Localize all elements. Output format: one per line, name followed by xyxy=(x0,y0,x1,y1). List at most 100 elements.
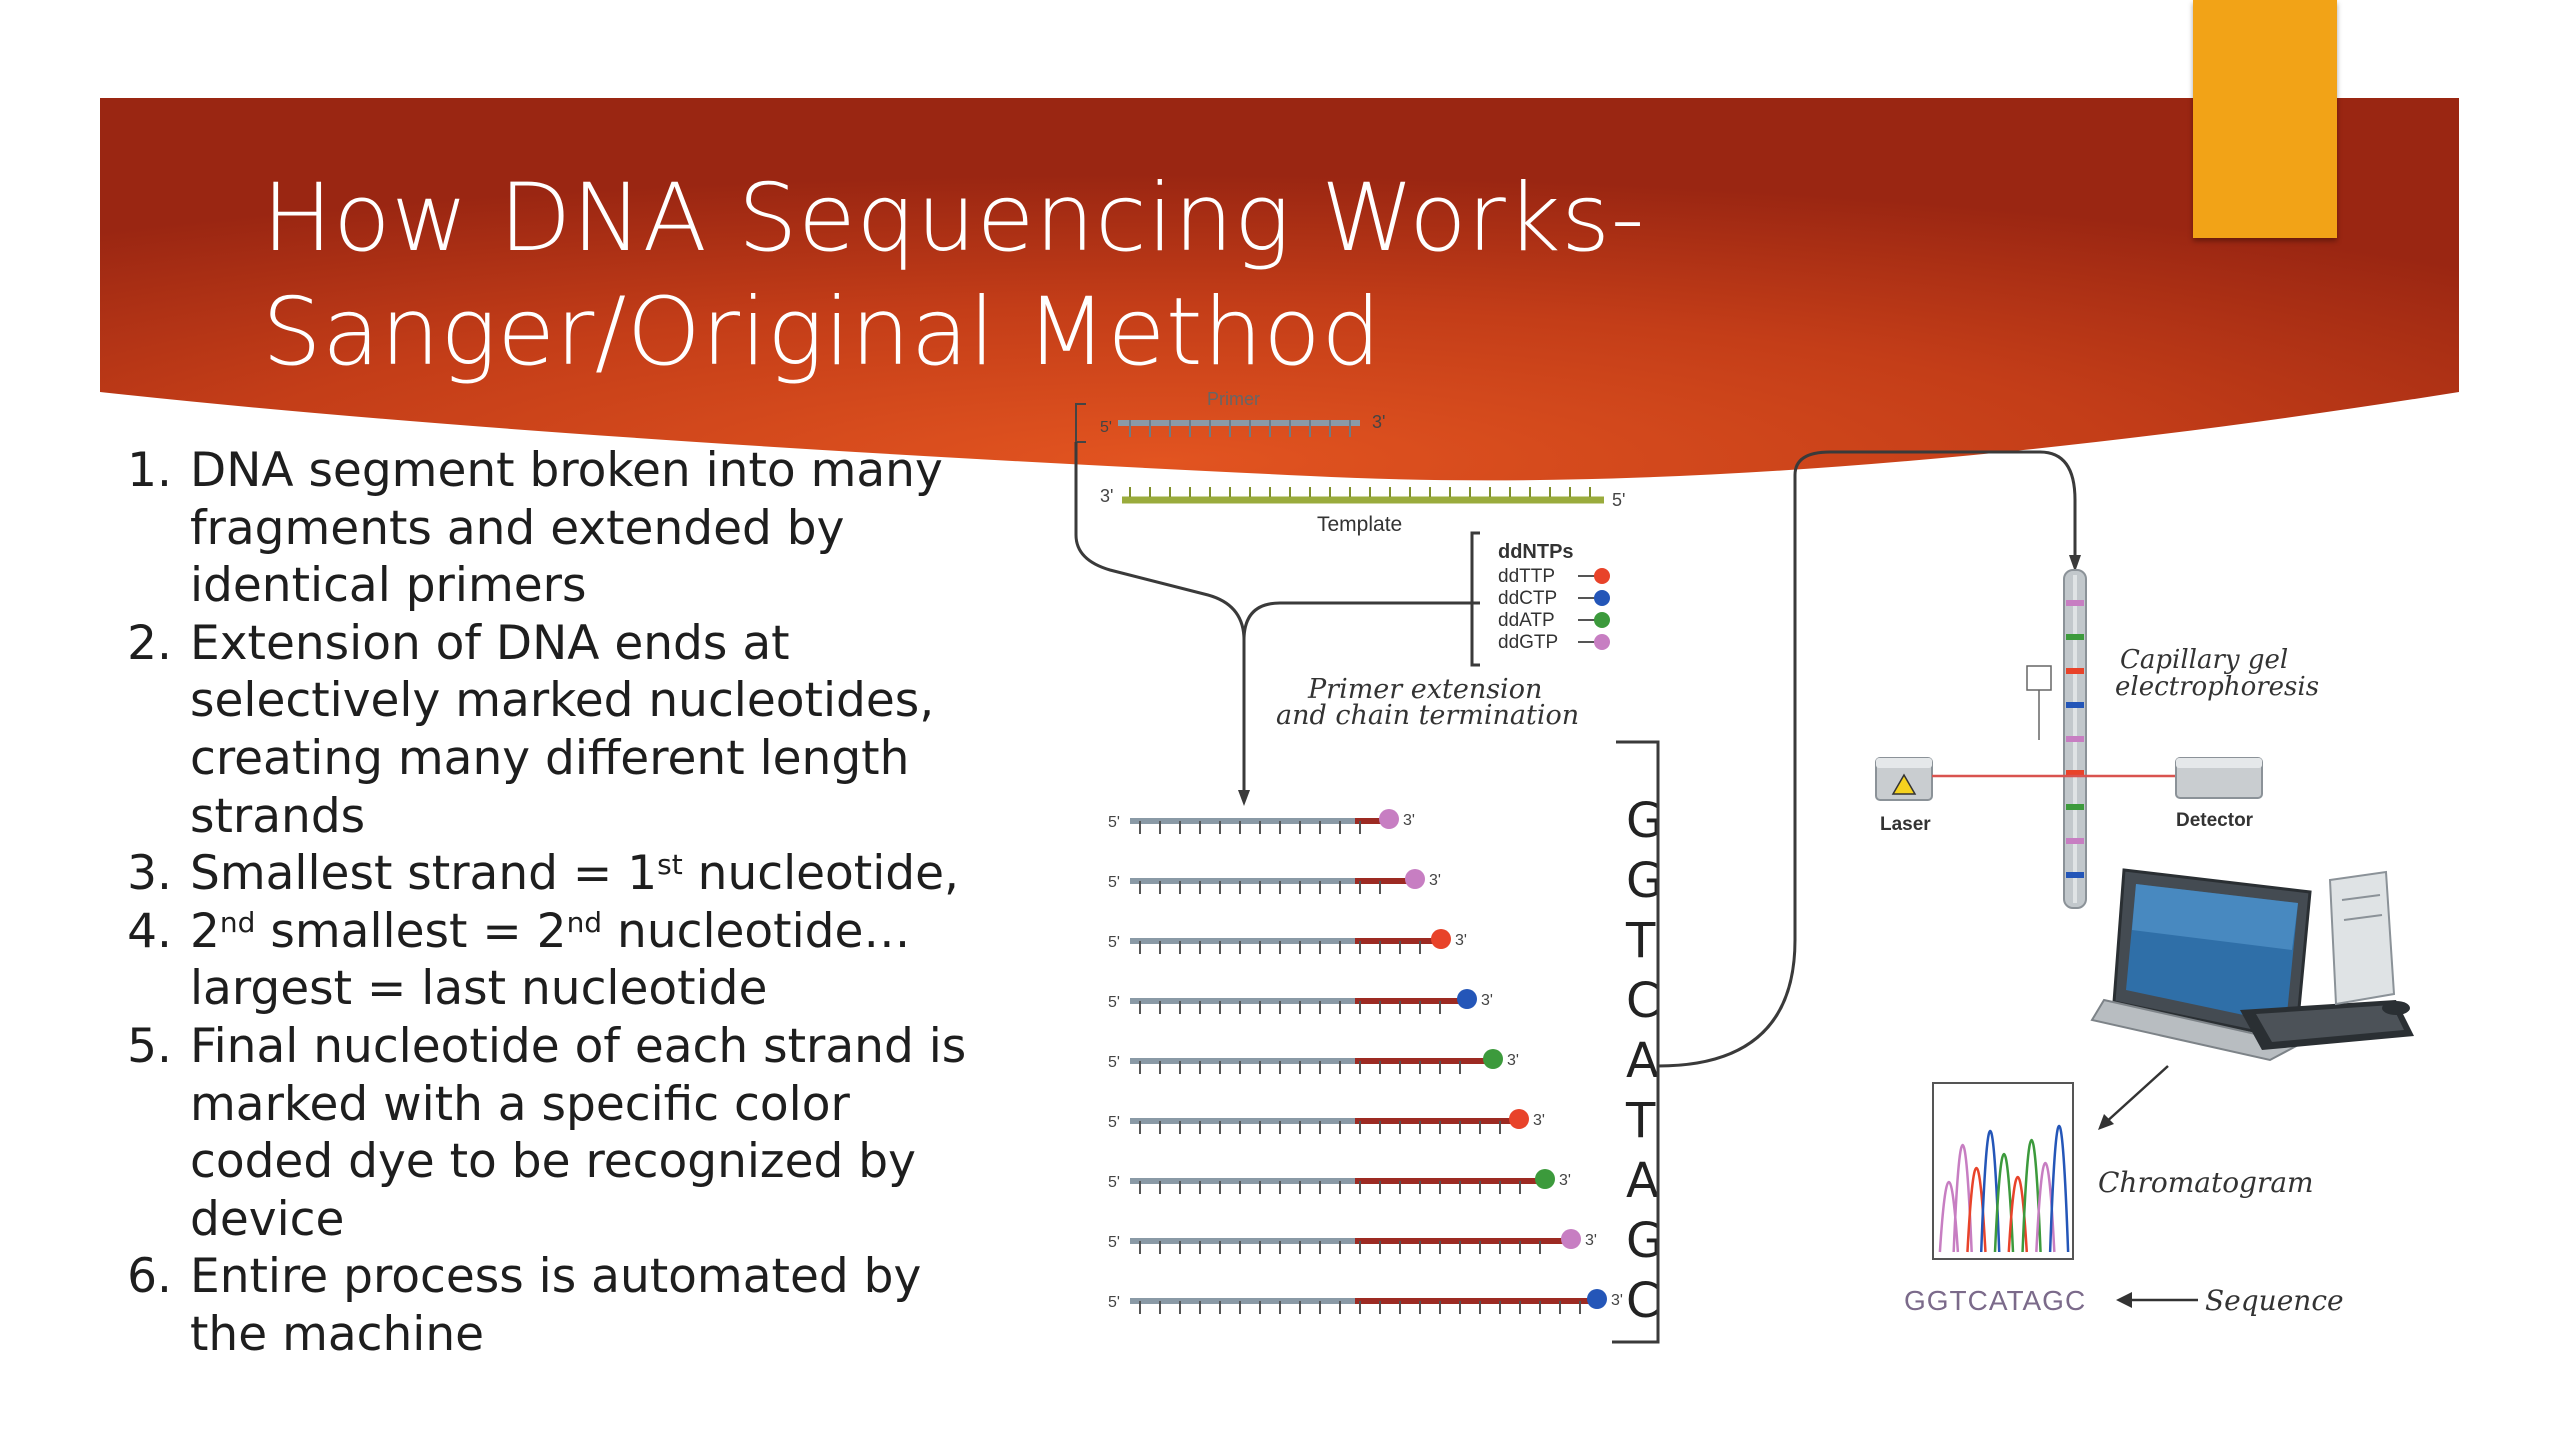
sequence-base: C xyxy=(1626,973,1660,1029)
capillary-band xyxy=(2066,600,2084,606)
step-number: 1. xyxy=(127,443,172,498)
detector-label: Detector xyxy=(2176,810,2254,831)
fragment: 5'3'G xyxy=(1108,1213,1663,1269)
sequence-base: T xyxy=(1625,913,1656,969)
step-item: 2. Extension of DNA ends at selectively … xyxy=(110,615,990,845)
fragment: 5' 3' A xyxy=(1108,1033,1659,1089)
ddntp-label: ddATP xyxy=(1498,610,1555,631)
laser-warning-icon xyxy=(1891,773,1917,795)
dye-terminator-icon xyxy=(1587,1289,1607,1309)
ddntp-dye-icon xyxy=(1594,612,1610,628)
fragment-3-label: 3' xyxy=(1611,1292,1623,1309)
title-line-2: Sanger/Original Method xyxy=(262,278,1382,387)
ddntp-label: ddCTP xyxy=(1498,588,1557,609)
ddntp-dye-icon xyxy=(1594,568,1610,584)
capillary-band xyxy=(2066,872,2084,878)
arrow-down-icon xyxy=(1238,790,1250,806)
fragment-3-label: 3' xyxy=(1585,1232,1597,1249)
fragment-5-label: 5' xyxy=(1108,1054,1120,1071)
fragment-5-label: 5' xyxy=(1108,1294,1120,1311)
sequence-base: A xyxy=(1626,1153,1659,1209)
step-number: 5. xyxy=(127,1018,172,1074)
capillary-label-1: Capillary gel xyxy=(2120,645,2288,675)
title-banner xyxy=(100,98,2459,481)
chromatogram-peak xyxy=(2048,1125,2070,1253)
ddntp-item: ddGTP xyxy=(1498,632,1610,653)
sequence-base: A xyxy=(1626,1033,1659,1089)
capillary-band xyxy=(2066,702,2084,708)
step-text: Final nucleotide of each strand is marke… xyxy=(190,1018,967,1247)
template-3-label: 3' xyxy=(1100,486,1113,506)
capillary-band xyxy=(2066,634,2084,640)
extension-note-1: Primer extension xyxy=(1307,674,1542,705)
chromatogram-peak xyxy=(2021,1138,2042,1253)
fragment: 5'3'G xyxy=(1108,853,1663,909)
sequence-readout: GGTCATAGC xyxy=(1904,1285,2086,1316)
fragment-5-label: 5' xyxy=(1108,1114,1120,1131)
fragment: 5'3'A xyxy=(1108,1153,1659,1209)
fragment: 5'3'C xyxy=(1108,973,1660,1029)
fragment: 5'3'C xyxy=(1108,1273,1660,1329)
ddntp-label: ddTTP xyxy=(1498,566,1555,587)
primer-5-label: 5' xyxy=(1100,419,1112,436)
sequence-label: Sequence xyxy=(2205,1284,2344,1317)
template-strand: 3' 5' Template xyxy=(1100,486,1625,536)
capillary-label-2: electrophoresis xyxy=(2115,672,2319,702)
fragment-3-label: 3' xyxy=(1559,1172,1571,1189)
fragment-3-label: 3' xyxy=(1455,932,1467,949)
title-line-1: How DNA Sequencing Works- xyxy=(262,164,1646,273)
laser-device: Laser xyxy=(1875,757,1933,835)
primer-label: Primer xyxy=(1207,389,1260,409)
step-item: 5. Final nucleotide of each strand is ma… xyxy=(110,1018,990,1248)
primer-strand: Primer 5' 3' xyxy=(1075,389,1385,443)
ddntp-item: ddTTP xyxy=(1498,566,1610,587)
capillary-band xyxy=(2066,804,2084,810)
template-label: Template xyxy=(1317,513,1402,536)
fragment-5-label: 5' xyxy=(1108,994,1120,1011)
arrow-to-chromatogram xyxy=(2103,1065,2169,1125)
laser-label: Laser xyxy=(1880,814,1931,835)
step-text: DNA segment broken into many fragments a… xyxy=(190,443,943,614)
dye-terminator-icon xyxy=(1535,1169,1555,1189)
capillary-band xyxy=(2066,736,2084,742)
step-text: Entire process is automated by the machi… xyxy=(190,1249,922,1362)
step-text: 2nd smallest = 2nd nucleotide…largest = … xyxy=(190,903,911,1017)
dye-terminator-icon xyxy=(1509,1109,1529,1129)
fragment: 5'3'T xyxy=(1108,1093,1656,1149)
accent-tab xyxy=(2193,0,2337,238)
step-item: 3. Smallest strand = 1st nucleotide, xyxy=(110,845,990,903)
step-number: 3. xyxy=(127,846,172,902)
ddntp-item: ddATP xyxy=(1498,610,1610,631)
capillary-band xyxy=(2066,838,2084,844)
connector-ddntp xyxy=(1242,601,1480,641)
fragment: 5'3'G xyxy=(1108,793,1663,849)
dye-terminator-icon xyxy=(1379,809,1399,829)
connector-left xyxy=(1074,442,1246,795)
fragment-3-label: 3' xyxy=(1507,1052,1519,1069)
fragment-5-label: 5' xyxy=(1108,1234,1120,1251)
fragment-ladder: 5'3'G5'3'G5'3'T5'3'C5'3'A5'3'T5'3'A5'3'G… xyxy=(1108,793,1663,1329)
fragment-5-label: 5' xyxy=(1108,814,1120,831)
step-item: 6. Entire process is automated by the ma… xyxy=(110,1248,990,1363)
chromatogram-peak xyxy=(1993,1153,2015,1253)
sequence-base: T xyxy=(1625,1093,1656,1149)
step-text: Smallest strand = 1st nucleotide, xyxy=(190,846,959,902)
step-number: 6. xyxy=(127,1249,172,1305)
capillary-band xyxy=(2066,770,2084,776)
primer-3-label: 3' xyxy=(1372,412,1385,432)
ddntp-dye-icon xyxy=(1594,590,1610,606)
ddntp-title: ddNTPs xyxy=(1498,541,1574,563)
step-number: 2. xyxy=(127,615,172,671)
arrow-down-icon xyxy=(2069,555,2081,572)
dye-terminator-icon xyxy=(1405,869,1425,889)
steps-list: 1. DNA segment broken into many fragment… xyxy=(110,442,990,1364)
sample-box xyxy=(2026,665,2052,691)
dye-terminator-icon xyxy=(1457,989,1477,1009)
fragment-5-label: 5' xyxy=(1108,874,1120,891)
detector-device: Detector xyxy=(2175,757,2263,831)
slide-title: How DNA Sequencing Works- Sanger/Origina… xyxy=(262,162,1762,390)
step-item: 4. 2nd smallest = 2nd nucleotide…largest… xyxy=(110,903,990,1018)
extension-note-2: and chain termination xyxy=(1276,700,1579,731)
